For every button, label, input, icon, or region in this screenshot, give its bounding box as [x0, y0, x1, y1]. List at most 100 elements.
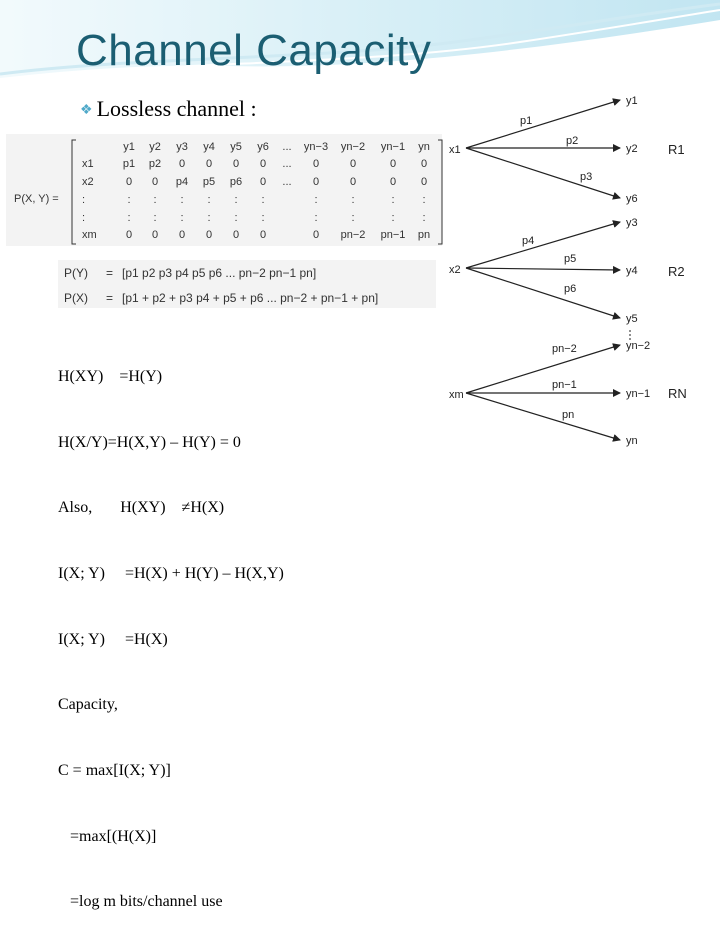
output-group-label: R1: [668, 142, 685, 157]
matrix-cell: :: [207, 194, 211, 206]
output-symbol-label: y2: [626, 143, 638, 155]
equation-line: Also, H(XY) ≠H(X): [58, 499, 225, 517]
channel-edge: [465, 265, 621, 274]
matrix-cell: 0: [389, 158, 397, 170]
matrix-cell: :: [422, 194, 426, 206]
edge-probability-label: p1: [520, 115, 532, 127]
edge-probability-label: pn−2: [552, 343, 577, 355]
channel-edge: [465, 220, 621, 269]
matrix-cell: 0: [420, 158, 428, 170]
matrix-cell: :: [153, 194, 157, 206]
output-symbol-label: y6: [626, 193, 638, 205]
matrix-cell: pn−2: [340, 229, 366, 241]
py-equals: =: [106, 266, 114, 280]
matrix-cell: ...: [282, 158, 292, 170]
matrix-cell: 0: [178, 229, 186, 241]
matrix-cell: 0: [259, 229, 267, 241]
equation-line: I(X; Y) =H(X) + H(Y) – H(X,Y): [58, 564, 284, 582]
matrix-cell: pn: [417, 229, 431, 241]
matrix-cell: :: [127, 212, 131, 224]
matrix-cell: ...: [282, 176, 292, 188]
matrix-cell: 0: [349, 176, 357, 188]
equation-line: H(XY) =H(Y): [58, 367, 163, 385]
matrix-cell: 0: [312, 158, 320, 170]
matrix-cell: 0: [312, 229, 320, 241]
edge-probability-label: pn−1: [552, 379, 577, 391]
channel-edge: [465, 392, 621, 442]
matrix-col-header: y6: [257, 141, 269, 153]
matrix-cell: p4: [175, 176, 189, 188]
matrix-row-label: x2: [82, 176, 94, 188]
matrix-cell: :: [180, 194, 184, 206]
matrix-cell: 0: [349, 158, 357, 170]
matrix-cell: :: [180, 212, 184, 224]
input-symbol-label: x1: [449, 144, 461, 156]
matrix-col-header: ...: [282, 141, 292, 153]
output-symbol-label: y4: [626, 265, 638, 277]
marginal-distribution-panel: [58, 260, 436, 308]
edge-probability-label: p2: [566, 135, 578, 147]
matrix-cell: 0: [151, 229, 159, 241]
edge-probability-label: pn: [562, 409, 574, 421]
bullet-icon: ❖: [80, 103, 93, 118]
matrix-col-header: y1: [123, 141, 135, 153]
matrix-col-header: yn: [418, 141, 430, 153]
equation-line: Capacity,: [58, 696, 118, 714]
channel-edge: [465, 267, 621, 320]
equation-line: C = max[I(X; Y)]: [58, 762, 171, 780]
matrix-cell: 0: [125, 176, 133, 188]
px-values: [p1 + p2 + p3 p4 + p5 + p6 ... pn−2 + pn…: [122, 291, 379, 305]
output-symbol-label: yn−1: [626, 388, 650, 400]
matrix-row-label: :: [82, 212, 86, 224]
output-symbol-label: y3: [626, 217, 638, 229]
header-decoration: [0, 0, 720, 81]
matrix-cell: 0: [312, 176, 320, 188]
matrix-cell: :: [314, 212, 318, 224]
output-symbol-label: yn: [626, 435, 638, 447]
edge-probability-label: p4: [522, 235, 534, 247]
output-symbol-label: yn−2: [626, 340, 650, 352]
matrix-brackets: [71, 139, 443, 245]
matrix-cell: :: [351, 212, 355, 224]
matrix-col-header: yn−3: [303, 141, 329, 153]
joint-probability-matrix: [6, 134, 442, 246]
px-equals: =: [106, 291, 114, 305]
edge-probability-label: p5: [564, 253, 576, 265]
matrix-row-label: xm: [82, 229, 97, 241]
matrix-cell: 0: [259, 158, 267, 170]
bullet-lossless-channel: ❖Lossless channel :: [80, 96, 257, 122]
matrix-cell: 0: [151, 176, 159, 188]
matrix-cell: :: [261, 194, 265, 206]
matrix-cell: p5: [202, 176, 216, 188]
matrix-cell: 0: [259, 176, 267, 188]
input-symbol-label: xm: [449, 389, 464, 401]
matrix-cell: 0: [125, 229, 133, 241]
equation-line: =max[(H(X)]: [58, 827, 157, 845]
px-label: P(X): [64, 291, 88, 305]
matrix-cell: :: [127, 194, 131, 206]
py-label: P(Y): [64, 266, 88, 280]
output-group-label: RN: [668, 386, 687, 401]
matrix-cell: 0: [205, 229, 213, 241]
matrix-cell: :: [314, 194, 318, 206]
equation-line: =log m bits/channel use: [58, 893, 223, 911]
matrix-col-header: y2: [149, 141, 161, 153]
matrix-col-header: yn−1: [380, 141, 406, 153]
slide-title: Channel Capacity: [76, 26, 432, 75]
matrix-cell: :: [351, 194, 355, 206]
matrix-cell: :: [153, 212, 157, 224]
equation-line: I(X; Y) =H(X): [58, 630, 168, 648]
channel-edge: [465, 343, 621, 394]
matrix-cell: 0: [205, 158, 213, 170]
matrix-cell: 0: [232, 229, 240, 241]
matrix-cell: :: [234, 194, 238, 206]
matrix-cell: :: [391, 212, 395, 224]
matrix-cell: 0: [232, 158, 240, 170]
matrix-cell: :: [422, 212, 426, 224]
matrix-row-label: x1: [82, 158, 94, 170]
matrix-row-label: :: [82, 194, 86, 206]
matrix-cell: :: [261, 212, 265, 224]
input-symbol-label: x2: [449, 264, 461, 276]
matrix-cell: p1: [122, 158, 136, 170]
matrix-cell: 0: [420, 176, 428, 188]
